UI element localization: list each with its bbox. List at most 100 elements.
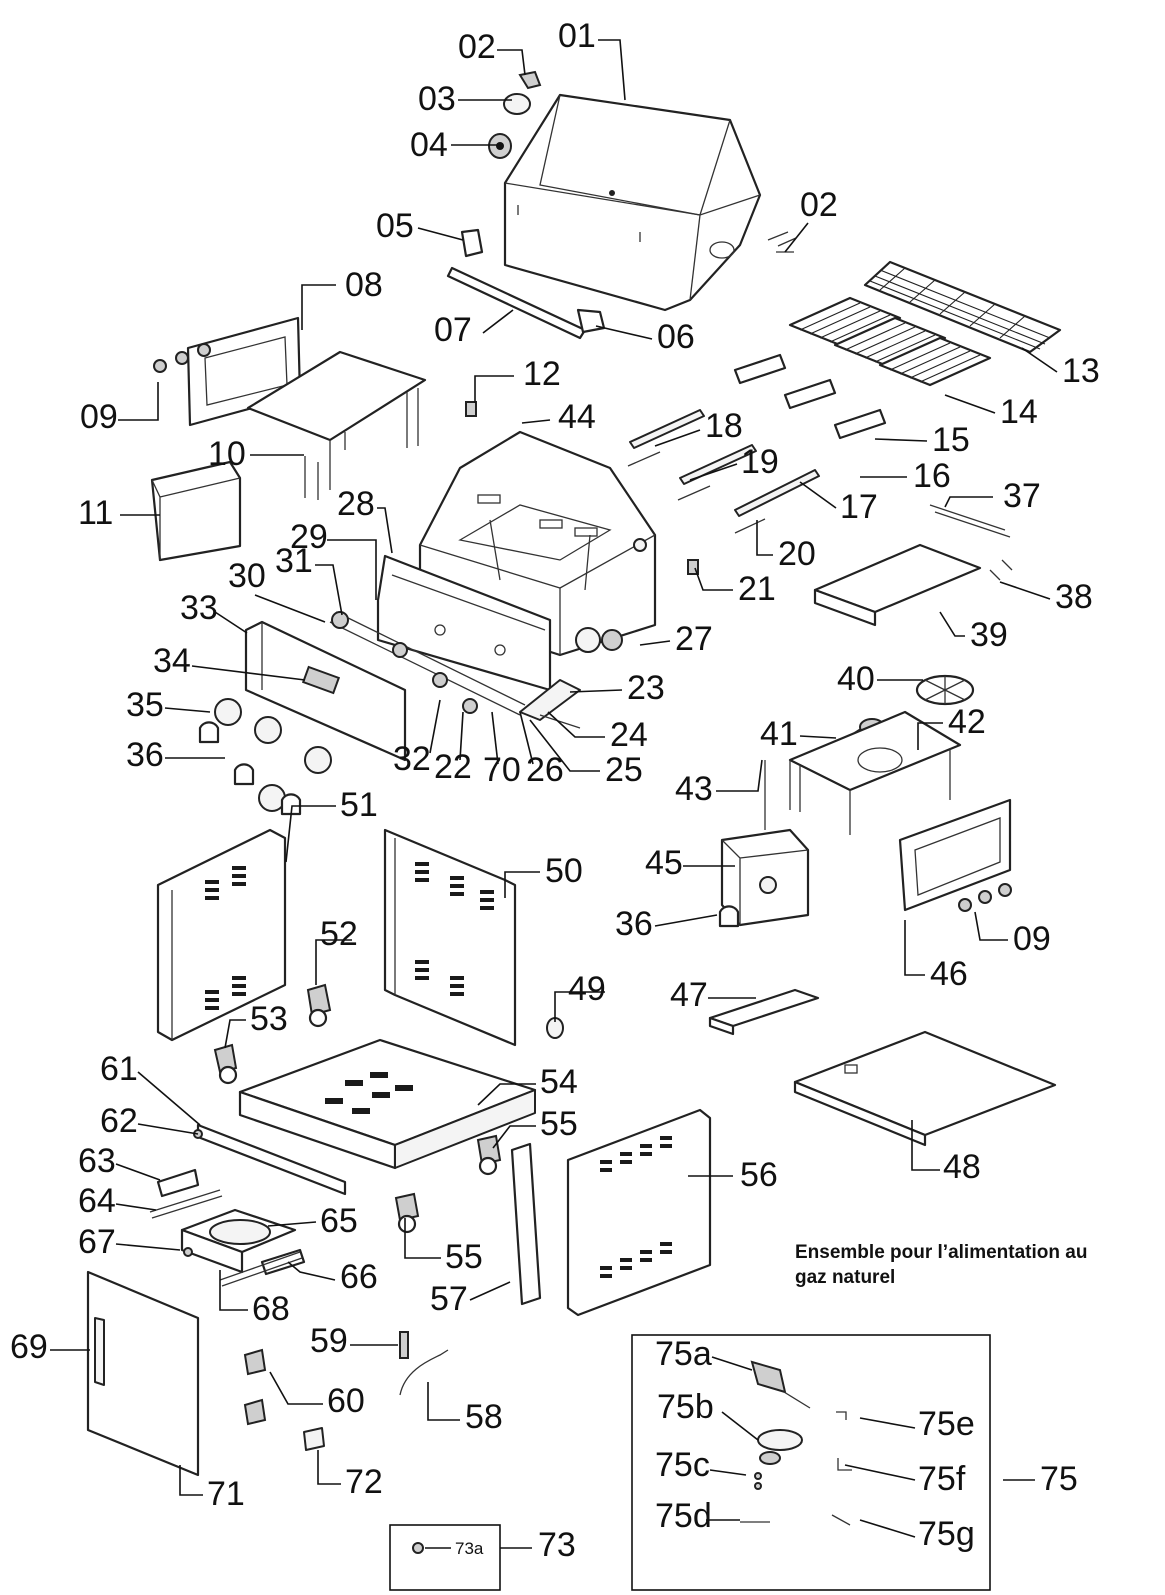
leader-p38: [999, 581, 1051, 600]
leader-p67: [115, 1243, 181, 1251]
leader-p65: [267, 1221, 317, 1227]
leader-p02a: [497, 49, 526, 76]
callout-p18: 18: [705, 407, 743, 445]
leader-p09b: [974, 911, 1008, 941]
leader-p37: [944, 496, 993, 508]
callout-p67: 67: [78, 1223, 116, 1261]
callout-p52: 52: [320, 915, 358, 953]
callout-p65: 65: [320, 1202, 358, 1240]
callout-p69: 69: [10, 1328, 48, 1366]
callout-p50: 50: [545, 852, 583, 890]
leader-p05: [417, 227, 464, 241]
leader-p53: [224, 1019, 246, 1049]
callout-p62: 62: [100, 1102, 138, 1140]
callout-k73a: 73a: [455, 1539, 484, 1558]
leader-p18: [654, 429, 701, 447]
leader-p32: [429, 699, 441, 754]
callout-p60: 60: [327, 1382, 365, 1420]
leader-p21: [694, 567, 733, 591]
callout-p49: 49: [568, 970, 606, 1008]
kit-73a-drawing: [412, 1542, 424, 1554]
callout-p26: 26: [526, 751, 564, 789]
leader-p22: [459, 711, 464, 761]
callout-k75a: 75a: [655, 1335, 712, 1373]
callout-k75d: 75d: [655, 1497, 712, 1535]
burners-drawing: [627, 409, 820, 534]
leader-p01: [598, 39, 626, 101]
leader-p33: [214, 611, 248, 634]
side-burner-drawing: [764, 674, 975, 835]
callout-p02a: 02: [458, 28, 496, 66]
control-panel-drawing: [198, 620, 407, 816]
callout-p61: 61: [100, 1050, 138, 1088]
leader-p25: [529, 719, 600, 772]
leader-p24: [547, 711, 605, 738]
leader-p72: [317, 1450, 341, 1485]
leader-p30: [254, 594, 326, 623]
callout-p55a: 55: [540, 1105, 578, 1143]
leader-p17: [799, 481, 837, 509]
callout-p63: 63: [78, 1142, 116, 1180]
callout-p42: 42: [948, 703, 986, 741]
callout-leaders: [50, 39, 1058, 1549]
callout-p06: 06: [657, 318, 695, 356]
callout-p09a: 09: [80, 398, 118, 436]
leader-p36b: [654, 914, 718, 927]
leader-p71: [179, 1465, 203, 1496]
callout-p46: 46: [930, 955, 968, 993]
callout-p35: 35: [126, 686, 164, 724]
callout-p15: 15: [932, 421, 970, 459]
callout-p47: 47: [670, 976, 708, 1014]
lid-drawing: [503, 93, 762, 312]
callout-p36a: 36: [126, 736, 164, 774]
leader-p23: [569, 689, 623, 693]
callout-p14: 14: [1000, 393, 1038, 431]
left-side-shelf-drawing: [150, 316, 427, 562]
callout-p45: 45: [645, 844, 683, 882]
callout-p48: 48: [943, 1148, 981, 1186]
clip-drawing: [465, 401, 477, 417]
callout-p43: 43: [675, 770, 713, 808]
cross-bar-drawing: [193, 1123, 347, 1196]
callout-p33: 33: [180, 589, 218, 627]
callout-p03: 03: [418, 80, 456, 118]
leader-p60: [269, 1371, 323, 1405]
leader-k75g: [859, 1519, 916, 1538]
leader-k75f: [844, 1464, 916, 1481]
callout-p66: 66: [340, 1258, 378, 1296]
leader-p68: [219, 1270, 248, 1311]
callout-p72: 72: [345, 1463, 383, 1501]
callout-p17: 17: [840, 488, 878, 526]
callout-p25: 25: [605, 751, 643, 789]
callout-p40: 40: [837, 660, 875, 698]
callout-p07: 07: [434, 311, 472, 349]
leader-p63: [115, 1163, 161, 1181]
leader-p55b: [404, 1218, 441, 1259]
leader-p58: [427, 1382, 460, 1421]
callout-p23: 23: [627, 669, 665, 707]
leader-p57: [469, 1281, 511, 1301]
drawer-assembly-drawing: [149, 1168, 306, 1287]
leader-p54: [477, 1083, 536, 1106]
gas-manifold-drawing: [329, 611, 623, 729]
leader-p51: [285, 805, 336, 863]
callout-p44: 44: [558, 398, 596, 436]
callout-p73: 73: [538, 1526, 576, 1564]
callout-k75b: 75b: [657, 1388, 714, 1426]
callout-p70: 70: [483, 751, 521, 789]
callout-k75c: 75c: [655, 1446, 710, 1484]
leader-p46: [904, 920, 925, 976]
callout-p51: 51: [340, 786, 378, 824]
callout-p11: 11: [78, 494, 113, 532]
leader-p27: [639, 640, 671, 646]
kit-75-leaders: [706, 1356, 916, 1538]
callout-p55b: 55: [445, 1238, 483, 1276]
kit-73-label: 73a: [455, 1539, 484, 1558]
leader-p35: [164, 707, 211, 713]
callout-k75f: 75f: [918, 1460, 966, 1498]
leader-p70: [491, 711, 499, 765]
callout-p56: 56: [740, 1156, 778, 1194]
note-line-1: Ensemble pour l’alimentation au: [795, 1242, 1087, 1263]
